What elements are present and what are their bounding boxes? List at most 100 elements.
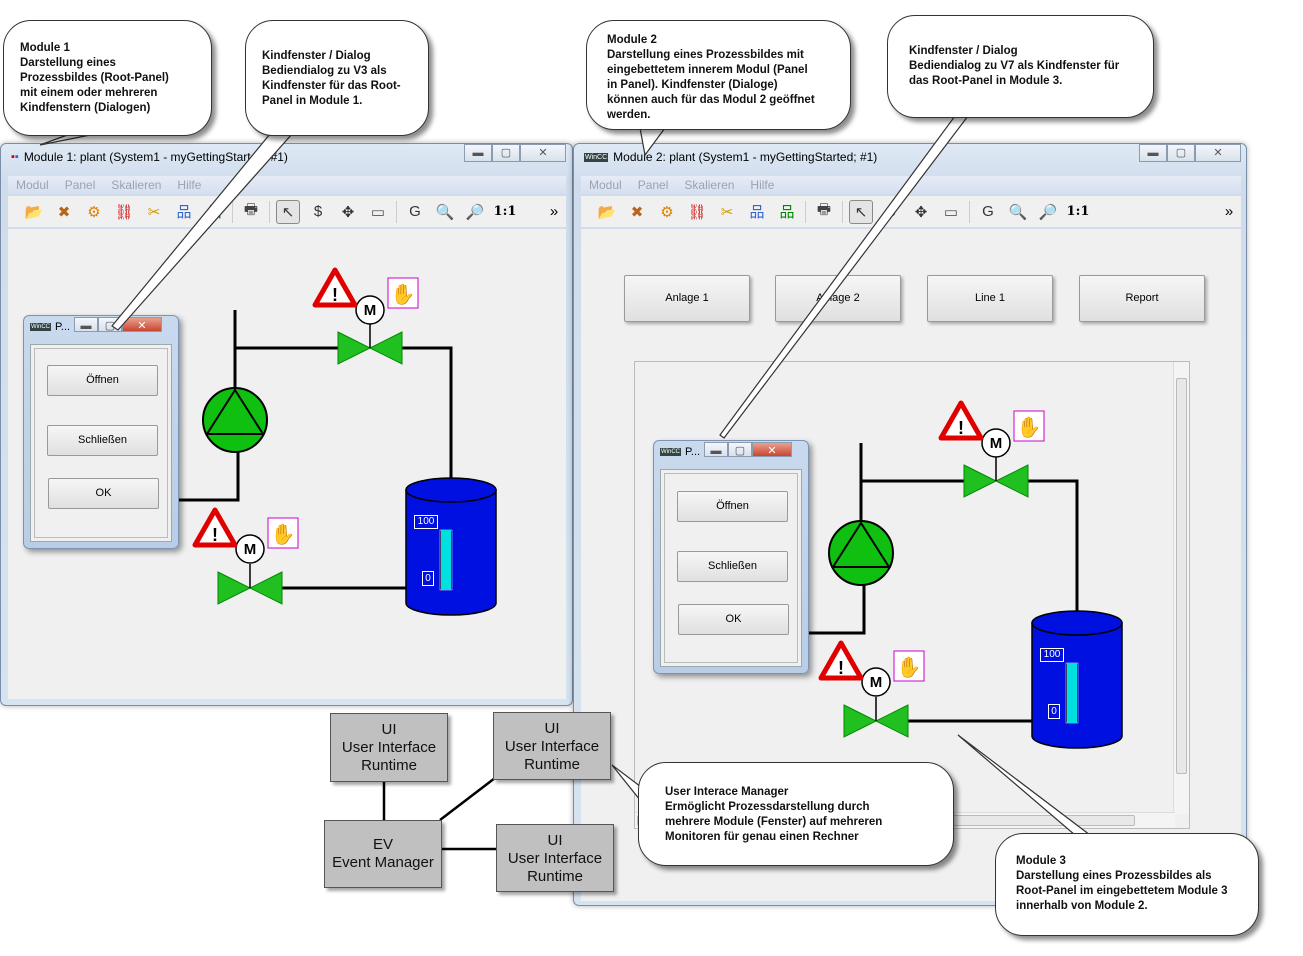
close-icon[interactable]: ✖ [57, 203, 71, 221]
wincc-logo-icon: WinCC [30, 323, 51, 331]
callout-line: innerhalb von Module 2. [1016, 900, 1148, 912]
motor-icon [981, 428, 1011, 458]
motor-label: M [870, 674, 883, 691]
hand-operation-icon[interactable] [267, 517, 299, 549]
valve-icon[interactable] [217, 571, 252, 605]
callout-line: Bediendialog zu V3 als [262, 65, 387, 77]
menu-modul[interactable]: Modul [16, 178, 49, 192]
zoom-out-icon[interactable]: 🔎 [1038, 203, 1058, 221]
callout-line: Prozessbildes (Root-Panel) [20, 72, 169, 84]
valve-icon[interactable] [874, 704, 909, 738]
open-button[interactable]: Öffnen [677, 491, 788, 522]
close-button[interactable]: ✕ [520, 144, 566, 162]
hand-operation-icon[interactable] [387, 277, 419, 309]
ok-button[interactable]: OK [678, 604, 789, 635]
open-folder-icon[interactable]: 📂 [24, 203, 44, 221]
minimize-button[interactable]: ▬ [704, 442, 728, 457]
box-label-line: UI [547, 832, 563, 849]
close-button[interactable]: ✕ [1195, 144, 1241, 162]
toolbar-separator [969, 200, 970, 223]
warning-exclamation: ! [958, 418, 964, 438]
zoom-in-icon[interactable]: 🔍 [1008, 203, 1028, 221]
toolbar-overflow-button[interactable]: » [1224, 203, 1234, 220]
process-graphic: M!✋M!✋ [804, 400, 1123, 749]
warning-exclamation: ! [332, 285, 338, 305]
g-tool-icon[interactable]: G [409, 203, 421, 220]
warning-exclamation: ! [212, 525, 218, 545]
hand-operation-icon[interactable] [893, 650, 925, 682]
valve-icon[interactable] [368, 331, 403, 365]
zoom-in-icon[interactable]: 🔍 [435, 203, 455, 221]
callout-line: Ermöglicht Prozessdarstellung durch [665, 801, 870, 813]
tree-icon[interactable]: ⛓ [687, 203, 707, 221]
maximize-button[interactable]: ▢ [1167, 144, 1195, 162]
pipe [1028, 479, 1079, 613]
valve-icon[interactable] [994, 464, 1029, 498]
minimize-button[interactable]: ▬ [74, 317, 98, 332]
close-valve-button[interactable]: Schließen [47, 425, 158, 456]
close-button[interactable]: ✕ [752, 442, 792, 457]
zoom-out-icon[interactable]: 🔎 [465, 203, 485, 221]
pump-triangle [831, 521, 891, 568]
toolbar-overflow-button[interactable]: » [549, 203, 559, 220]
maximize-button[interactable]: ▢ [728, 442, 752, 457]
move-icon[interactable]: ✥ [341, 203, 355, 221]
hand-glyph: ✋ [391, 282, 416, 306]
crop-icon[interactable]: ▭ [370, 203, 386, 221]
nav-button-report[interactable]: Report [1079, 275, 1205, 322]
callout-line: User Interace Manager [665, 786, 789, 798]
ok-button[interactable]: OK [48, 478, 159, 509]
tank-top [405, 477, 497, 503]
start-gear-icon[interactable]: ⚙ [660, 203, 674, 221]
callout-line: Darstellung eines Prozessbildes mit [607, 49, 804, 61]
callout-line: in Panel). Kindfenster (Dialoge) [607, 79, 778, 91]
menu-panel[interactable]: Panel [64, 178, 96, 192]
valve-icon[interactable] [963, 464, 998, 498]
callout-line: können auch für das Modul 2 geöffnet [607, 94, 815, 106]
menu-modul[interactable]: Modul [589, 178, 622, 192]
wincc-logo-icon: WinCC [584, 152, 609, 162]
menu-panel[interactable]: Panel [637, 178, 669, 192]
minimize-button[interactable]: ▬ [1139, 144, 1167, 162]
valve-icon[interactable] [843, 704, 878, 738]
g-tool-icon[interactable]: G [982, 203, 994, 220]
pipe [402, 346, 453, 480]
one-to-one-icon[interactable]: 1:1 [1066, 204, 1090, 219]
open-button[interactable]: Öffnen [47, 365, 158, 396]
hand-operation-icon[interactable] [1013, 410, 1045, 442]
box-label-line: Runtime [524, 756, 580, 773]
tank-level-fill [441, 530, 451, 590]
callout-line: Kindfenster für das Root- [262, 80, 401, 92]
toolbar-separator [396, 200, 397, 223]
alert-s-icon[interactable]: $ [313, 203, 323, 220]
minimize-button[interactable]: ▬ [464, 144, 492, 162]
callout-line: Bediendialog zu V7 als Kindfenster für [909, 60, 1120, 72]
start-gear-icon[interactable]: ⚙ [87, 203, 101, 221]
maximize-button[interactable]: ▢ [98, 317, 122, 332]
scrollbar-thumb[interactable] [1176, 378, 1187, 774]
one-to-one-icon[interactable]: 1:1 [493, 204, 517, 219]
tank-max-label: 100 [1040, 648, 1064, 662]
close-button[interactable]: ✕ [122, 317, 162, 332]
callout-line: Darstellung eines [20, 57, 116, 69]
process-graphic: M!✋M!✋ [178, 267, 497, 616]
valve-icon[interactable] [337, 331, 372, 365]
open-folder-icon[interactable]: 📂 [597, 203, 617, 221]
motor-icon [235, 534, 265, 564]
vertical-scrollbar[interactable] [1173, 362, 1189, 814]
tank-max-label: 100 [414, 515, 438, 529]
box-label-line: UI [381, 721, 397, 738]
hand-glyph: ✋ [1017, 415, 1042, 439]
callout-line: Darstellung eines Prozessbildes als [1016, 870, 1212, 882]
valve-icon[interactable] [248, 571, 283, 605]
maximize-button[interactable]: ▢ [492, 144, 520, 162]
motor-icon [355, 295, 385, 325]
close-valve-button[interactable]: Schließen [677, 551, 788, 582]
close-icon[interactable]: ✖ [630, 203, 644, 221]
callout-line: Kindfenster / Dialog [909, 45, 1018, 57]
callout-line: das Root-Panel in Module 3. [909, 75, 1063, 87]
